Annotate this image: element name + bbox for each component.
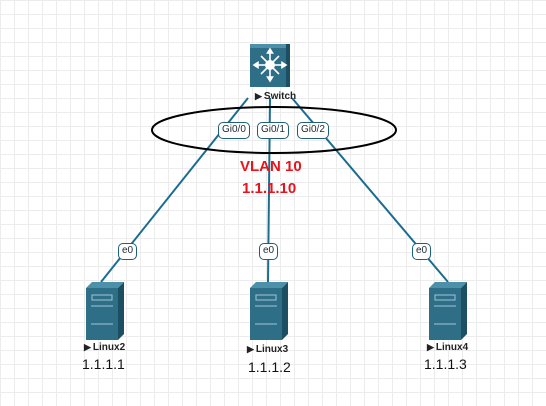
port-tag-gi0-2[interactable]: Gi0/2 xyxy=(297,122,329,139)
vlan-ellipse[interactable] xyxy=(151,106,397,154)
port-tag-linux4-e0[interactable]: e0 xyxy=(412,243,432,260)
vlan-ip: 1.1.1.10 xyxy=(242,180,297,197)
host-label-linux3[interactable]: ▶Linux3 xyxy=(247,344,288,355)
switch-label[interactable]: ▶Switch xyxy=(255,91,296,102)
host-ip-linux3: 1.1.1.2 xyxy=(248,359,291,375)
host-label-linux2[interactable]: ▶Linux2 xyxy=(84,342,125,353)
vlan-name: VLAN 10 xyxy=(240,158,302,175)
host-ip-linux2: 1.1.1.1 xyxy=(82,356,125,372)
host-name: Linux3 xyxy=(255,344,289,355)
play-arrow-icon: ▶ xyxy=(427,342,434,352)
port-tag-linux3-e0[interactable]: e0 xyxy=(259,243,279,260)
host-label-linux4[interactable]: ▶Linux4 xyxy=(427,342,468,353)
server-tower-icon[interactable] xyxy=(429,282,467,340)
switch-name: Switch xyxy=(263,91,297,102)
play-arrow-icon: ▶ xyxy=(255,91,262,101)
host-name: Linux4 xyxy=(435,342,469,353)
play-arrow-icon: ▶ xyxy=(247,344,254,354)
port-tag-gi0-0[interactable]: Gi0/0 xyxy=(218,122,250,139)
host-ip-linux4: 1.1.1.3 xyxy=(424,356,467,372)
port-tag-linux2-e0[interactable]: e0 xyxy=(118,243,138,260)
play-arrow-icon: ▶ xyxy=(84,342,91,352)
layer3-switch-icon[interactable] xyxy=(250,44,290,87)
server-tower-icon[interactable] xyxy=(86,282,124,340)
server-tower-icon[interactable] xyxy=(250,282,288,340)
port-tag-gi0-1[interactable]: Gi0/1 xyxy=(257,122,289,139)
host-name: Linux2 xyxy=(92,342,126,353)
